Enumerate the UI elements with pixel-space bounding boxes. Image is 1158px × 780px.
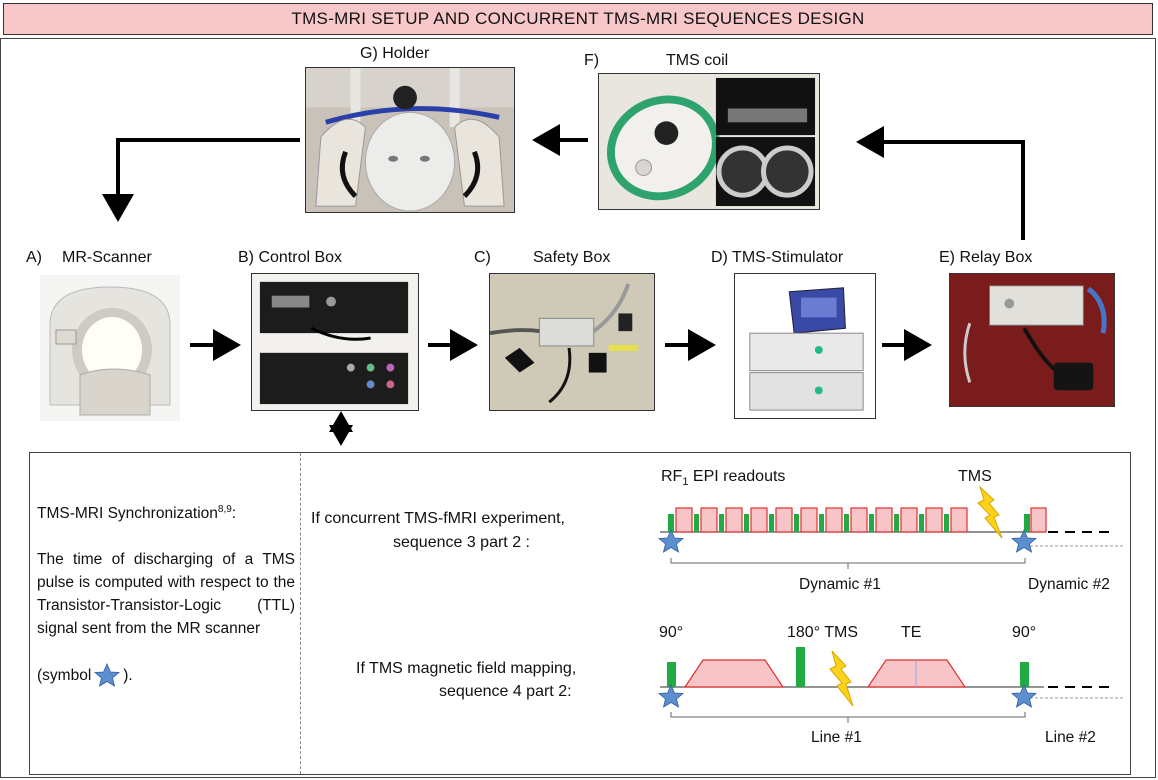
relay-box-photo: [949, 273, 1115, 407]
seq3-dynamic2: Dynamic #2: [1028, 576, 1110, 593]
coil-label: TMS coil: [666, 52, 729, 69]
seq4-gradient-left: [683, 659, 785, 688]
seq3-tms-lightning-icon: [977, 485, 1003, 539]
seq4-line2: Line #2: [1045, 729, 1096, 746]
seq4-90-right: 90°: [1012, 624, 1037, 641]
seq3-rf-pulse: [844, 514, 849, 532]
seq3-readout-last: [1030, 507, 1047, 533]
safety-box-label: Safety Box: [533, 249, 611, 266]
symbol-prefix: (symbol: [37, 666, 92, 684]
seq3-readout-block: [850, 507, 868, 533]
seq3-rf-pulse-first: [668, 514, 674, 532]
seq3-readout-block: [725, 507, 743, 533]
seq3-readout-block: [950, 507, 968, 533]
figure-frame: [0, 38, 1156, 778]
seq4-condition-line1: If TMS magnetic field mapping,: [356, 660, 577, 677]
seq4-180-pulse: [796, 647, 805, 687]
seq3-rf-pulse: [919, 514, 924, 532]
seq3-rf-pulse-last: [1024, 514, 1030, 532]
sync-heading-suffix: :: [231, 505, 237, 523]
rf-text: RF: [661, 468, 683, 485]
relay-box-label: E) Relay Box: [939, 249, 1033, 266]
seq3-readout-block: [675, 507, 693, 533]
figure-title: TMS-MRI SETUP AND CONCURRENT TMS-MRI SEQ…: [3, 3, 1153, 35]
rf-sub: 1: [682, 476, 689, 489]
seq3-condition-line2: sequence 3 part 2 :: [393, 534, 530, 551]
control-box-label: B) Control Box: [238, 249, 343, 266]
readouts-text: EPI readouts: [692, 468, 786, 485]
mr-scanner-photo: [40, 275, 180, 421]
seq4-brace: [670, 712, 1026, 718]
seq3-readout-block: [750, 507, 768, 533]
seq4-tms-lightning-icon: [829, 650, 854, 707]
seq3-dynamic1: Dynamic #1: [799, 576, 881, 593]
seq4-line1: Line #1: [811, 729, 862, 746]
coil-photo: [598, 73, 820, 210]
seq3-rf-pulse: [794, 514, 799, 532]
sync-heading: TMS-MRI Synchronization8,9:: [37, 498, 236, 525]
seq4-90-pulse-right: [1020, 662, 1029, 687]
safety-prefix: C): [474, 249, 491, 266]
seq3-readout-block: [875, 507, 893, 533]
seq3-condition-line1: If concurrent TMS-fMRI experiment,: [311, 510, 565, 527]
panel-divider: [300, 453, 301, 774]
seq3-rf-pulse: [719, 514, 724, 532]
scanner-label: MR-Scanner: [62, 249, 152, 266]
seq4-90-left: 90°: [659, 624, 684, 641]
seq3-rf-pulse: [869, 514, 874, 532]
seq3-epi-readouts: [675, 507, 968, 533]
seq4-ttl-star-icon-1: [657, 684, 685, 708]
seq3-readout-block: [800, 507, 818, 533]
seq3-rf-pulse: [944, 514, 949, 532]
seq4-condition-line2: sequence 4 part 2:: [439, 683, 572, 700]
coil-prefix: F): [584, 52, 600, 69]
seq4-ttl-star-icon-2: [1010, 684, 1038, 708]
seq3-rf-label: RF1 EPI readouts: [661, 468, 785, 488]
seq3-readout-block: [775, 507, 793, 533]
control-box-photo: [251, 273, 419, 411]
seq3-rf-pulse: [744, 514, 749, 532]
seq3-ttl-star-icon-2: [1010, 529, 1038, 553]
sync-body: The time of discharging of a TMS pulse i…: [37, 551, 295, 637]
sync-heading-text: TMS-MRI Synchronization: [37, 505, 218, 523]
holder-label: G) Holder: [360, 45, 430, 62]
seq3-readout-block: [700, 507, 718, 533]
seq4-90-pulse-left: [667, 662, 676, 687]
safety-box-photo: [489, 273, 655, 411]
seq3-rf-pulse: [769, 514, 774, 532]
symbol-suffix: ).: [123, 666, 133, 684]
holder-photo: [305, 67, 515, 213]
seq3-rf-pulse: [894, 514, 899, 532]
seq3-readout-block: [825, 507, 843, 533]
sequence-panel: [29, 452, 1131, 775]
seq3-rf-pulse: [819, 514, 824, 532]
seq3-rf-pulse: [694, 514, 699, 532]
seq3-ttl-star-icon-1: [657, 529, 685, 553]
stimulator-label: D) TMS-Stimulator: [711, 249, 844, 266]
sync-heading-sup: 8,9: [217, 504, 232, 515]
scanner-prefix: A): [26, 249, 42, 266]
stimulator-photo: [734, 273, 876, 419]
seq3-readout-block: [900, 507, 918, 533]
seq4-te: TE: [901, 624, 922, 641]
sync-symbol-line: (symbol ).: [37, 663, 133, 687]
ttl-star-icon: [94, 663, 121, 687]
seq3-readout-block: [925, 507, 943, 533]
seq3-brace: [670, 558, 1026, 564]
seq3-tms-label: TMS: [958, 468, 992, 485]
seq4-180-tms: 180° TMS: [787, 624, 859, 641]
